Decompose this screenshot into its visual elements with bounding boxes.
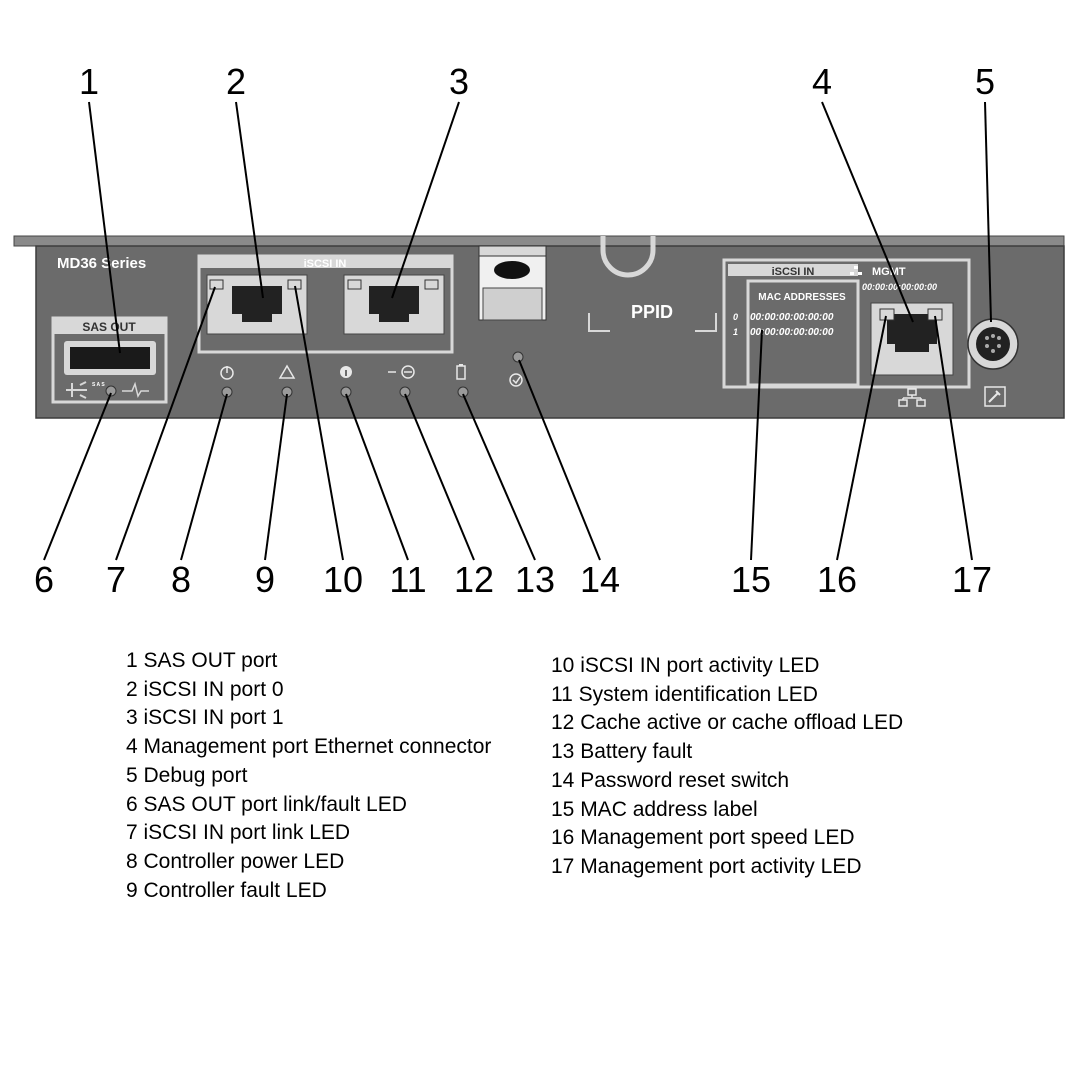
- sas-out-label: SAS OUT: [82, 320, 136, 334]
- sas-small-label: S A S: [92, 382, 105, 388]
- legend-item: 16 Management port speed LED: [551, 826, 855, 850]
- legend-item: 8 Controller power LED: [126, 849, 345, 873]
- legend-item: 10 iSCSI IN port activity LED: [551, 654, 820, 677]
- iscsi-port0-activity-led: [287, 279, 302, 290]
- ppid-area: PPID: [588, 236, 717, 332]
- iscsi-in-label: iSCSI IN: [304, 258, 347, 270]
- warning-icon: [278, 364, 296, 379]
- callout-6: 6: [34, 559, 54, 600]
- legend-item: 12 Cache active or cache offload LED: [551, 711, 904, 735]
- info-icon: [340, 366, 352, 378]
- mac-port0-value: 00:00:00:00:00:00: [750, 312, 834, 323]
- heartbeat-icon: [122, 381, 149, 398]
- callout-3: 3: [449, 61, 469, 102]
- legend-item: 3 iSCSI IN port 1: [126, 706, 284, 730]
- controller-rear-panel-diagram: MD36 Series SAS OUT S A S iSCSI IN: [13, 61, 1065, 600]
- iscsi-in-group: iSCSI IN: [197, 254, 454, 354]
- callout-10: 10: [323, 559, 363, 600]
- status-led-row: [220, 351, 524, 398]
- network-icon-small: [850, 266, 862, 275]
- handle[interactable]: [600, 236, 656, 278]
- callout-8: 8: [171, 559, 191, 600]
- model-label: MD36 Series: [57, 255, 146, 272]
- callout-11: 11: [389, 559, 426, 600]
- sas-out-link-fault-led: [105, 385, 117, 397]
- release-latch[interactable]: [478, 245, 547, 321]
- iscsi-port0-link-led: [209, 279, 224, 290]
- callout-17: 17: [952, 559, 992, 600]
- mac-port0-index: 0: [733, 312, 738, 322]
- legend-item: 5 Debug port: [126, 763, 248, 787]
- legend-item: 17 Management port activity LED: [551, 854, 862, 878]
- callout-2: 2: [226, 61, 246, 102]
- sas-cable-icon: [66, 381, 87, 399]
- callout-13: 13: [515, 559, 555, 600]
- callout-4: 4: [812, 61, 832, 102]
- legend-item: 9 Controller fault LED: [126, 878, 327, 902]
- legend-item: 6 SAS OUT port link/fault LED: [126, 792, 407, 816]
- legend-item: 13 Battery fault: [551, 740, 693, 764]
- legend-item: 4 Management port Ethernet connector: [126, 735, 492, 759]
- debug-port[interactable]: [967, 318, 1019, 407]
- callout-numbers: 1 2 3 4 5 6 7 8 9 10 11 12 13 14 15 16 1…: [34, 61, 995, 600]
- network-icon: [898, 388, 926, 407]
- iscsi-port1-activity-led: [424, 279, 439, 290]
- callout-7: 7: [106, 559, 126, 600]
- legend-item: 7 iSCSI IN port link LED: [126, 821, 351, 845]
- mac-port1-index: 1: [733, 327, 738, 337]
- mac-header: iSCSI IN: [772, 266, 815, 278]
- legend-item: 15 MAC address label: [551, 797, 758, 821]
- cache-active-led: [399, 386, 411, 398]
- legend-left-column: 1 SAS OUT port 2 iSCSI IN port 0 3 iSCSI…: [126, 647, 491, 905]
- cache-offload-icon: [388, 365, 415, 379]
- power-icon: [220, 366, 234, 380]
- system-identification-led: [340, 386, 352, 398]
- mac-subheader: MAC ADDRESSES: [758, 292, 846, 303]
- legend-right-column: 10 iSCSI IN port activity LED 11 System …: [551, 652, 903, 882]
- callout-16: 16: [817, 559, 857, 600]
- callout-15: 15: [731, 559, 771, 600]
- mac-port1-value: 00:00:00:00:00:00: [750, 327, 834, 338]
- callout-1: 1: [79, 61, 99, 102]
- ppid-label: PPID: [631, 302, 673, 322]
- callout-leader-lines: [43, 101, 992, 561]
- callout-14: 14: [580, 559, 620, 600]
- legend-item: 2 iSCSI IN port 0: [126, 677, 284, 701]
- iscsi-port1-link-led: [347, 279, 362, 290]
- callout-9: 9: [255, 559, 275, 600]
- mgmt-label: MGMT: [872, 266, 906, 278]
- legend-item: 1 SAS OUT port: [126, 649, 278, 672]
- legend-item: 14 Password reset switch: [551, 768, 790, 792]
- reset-icon: [509, 373, 523, 387]
- callout-12: 12: [454, 559, 494, 600]
- mgmt-speed-led: [879, 308, 895, 321]
- password-reset-switch[interactable]: [512, 351, 524, 363]
- battery-icon: [456, 364, 466, 380]
- callout-5: 5: [975, 61, 995, 102]
- legend-item: 11 System identification LED: [551, 682, 818, 706]
- battery-fault-led: [457, 386, 469, 398]
- wrench-icon: [984, 386, 1006, 407]
- sas-out-group: SAS OUT S A S: [51, 316, 168, 404]
